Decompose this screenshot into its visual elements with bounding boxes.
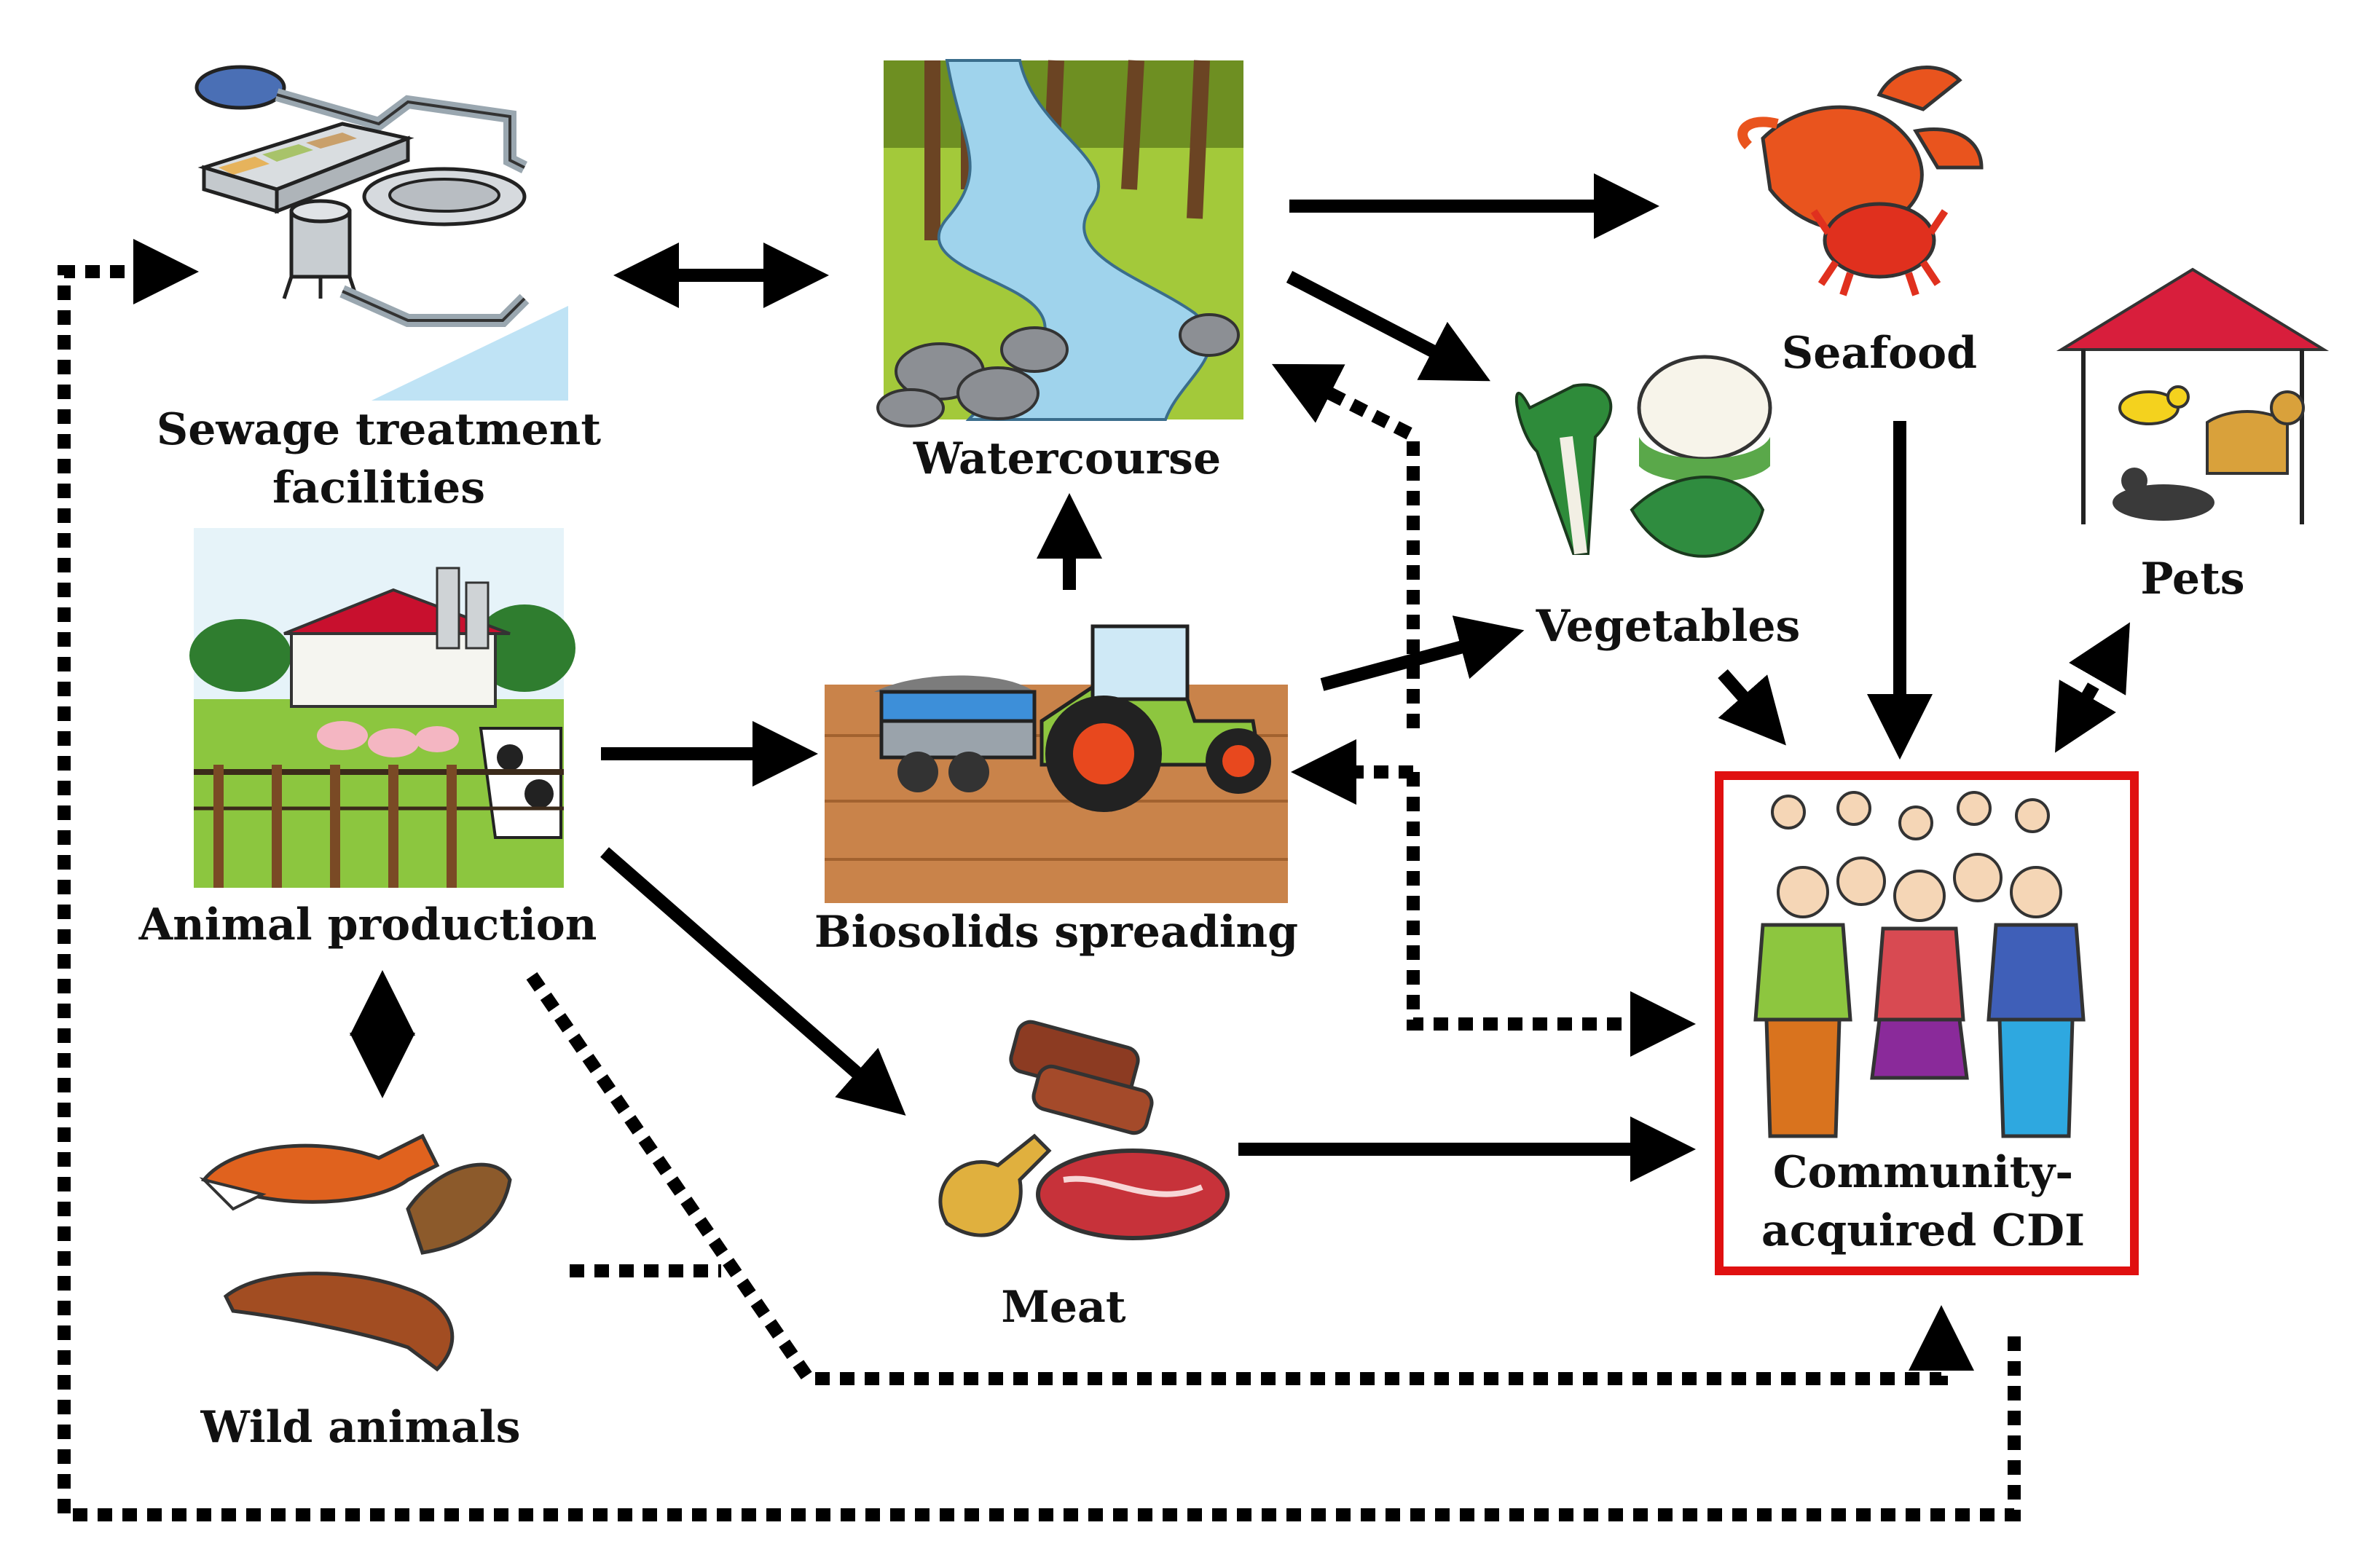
lobster-crab-icon (1737, 66, 1984, 296)
wild-animals-label: Wild animals (200, 1402, 521, 1453)
cdi-box (1715, 771, 2139, 1275)
cdi-label-line1: Community- (1773, 1147, 2073, 1198)
pets-label: Pets (2140, 553, 2244, 604)
people-group-icon (1753, 791, 2086, 1138)
pets-house-icon (2056, 267, 2330, 524)
meat-label: Meat (1001, 1282, 1125, 1333)
seafood-label: Seafood (1782, 328, 1977, 379)
wild-animals-icon (199, 1133, 512, 1372)
farm-icon (189, 528, 575, 888)
dotted-animalproduction-to-cdi (526, 972, 1974, 1385)
animal-production-label: Animal production (138, 899, 597, 950)
biosolids-label: Biosolids spreading (814, 907, 1298, 958)
vegetables-icon (1514, 355, 1772, 558)
arrow-biosolids-vegetables (1320, 615, 1525, 691)
river-icon (876, 59, 1243, 428)
dotted-pets-cdi (2055, 622, 2130, 753)
vegetables-label: Vegetables (1536, 601, 1801, 652)
cdi-label-line2: acquired CDI (1761, 1205, 2085, 1256)
sewage-label-line2: facilities (272, 462, 485, 513)
dotted-vegetables-to-cdi (1407, 772, 1696, 1057)
watercourse-label: Watercourse (913, 433, 1221, 484)
sewage-plant-icon (194, 65, 568, 401)
arrow-watercourse-vegetables (1286, 271, 1490, 382)
arrow-animalproduction-meat (600, 847, 906, 1116)
arrow-vegetables-cdi (1718, 669, 1786, 746)
tractor-icon (825, 624, 1288, 903)
sewage-label-line1: Sewage treatment (157, 404, 601, 455)
meat-icon (938, 1020, 1230, 1240)
